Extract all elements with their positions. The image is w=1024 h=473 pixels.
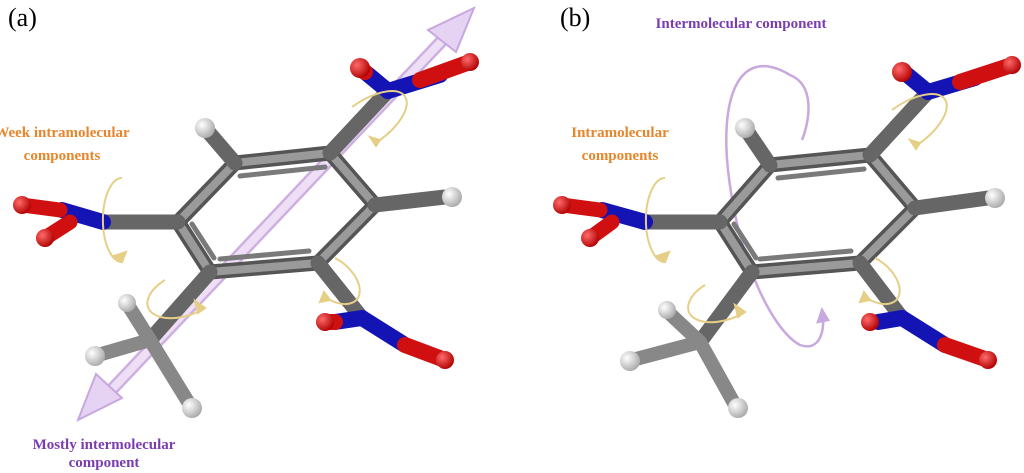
intermolecular-axis-arrow xyxy=(76,5,476,423)
intramolecular-label-line2: components xyxy=(582,148,659,164)
nitro-groups-b xyxy=(553,56,1021,369)
panel-a: (a) xyxy=(0,3,479,471)
intramolecular-label-line1: Intramolecular xyxy=(571,125,669,141)
mostly-intermolecular-label-line2: component xyxy=(69,455,140,471)
mostly-intermolecular-label-line1: Mostly intermolecular xyxy=(33,437,176,453)
weak-intramolecular-label-line2: components xyxy=(24,148,101,164)
molecule-b-bonds xyxy=(625,84,996,412)
panel-b: (b) xyxy=(553,3,1021,418)
rotation-arrows-a xyxy=(101,90,408,320)
nitro-groups-a xyxy=(13,53,479,369)
hydrogens-a xyxy=(85,118,462,418)
rotation-arrows-b xyxy=(644,93,948,324)
hydrogens-b xyxy=(620,118,1005,418)
weak-intramolecular-label-line1: Week intramolecular xyxy=(0,125,130,141)
panel-a-label: (a) xyxy=(8,3,37,32)
intermolecular-component-label: Intermolecular component xyxy=(656,16,827,32)
panel-b-label: (b) xyxy=(560,3,590,32)
molecule-a-bonds xyxy=(91,83,453,412)
